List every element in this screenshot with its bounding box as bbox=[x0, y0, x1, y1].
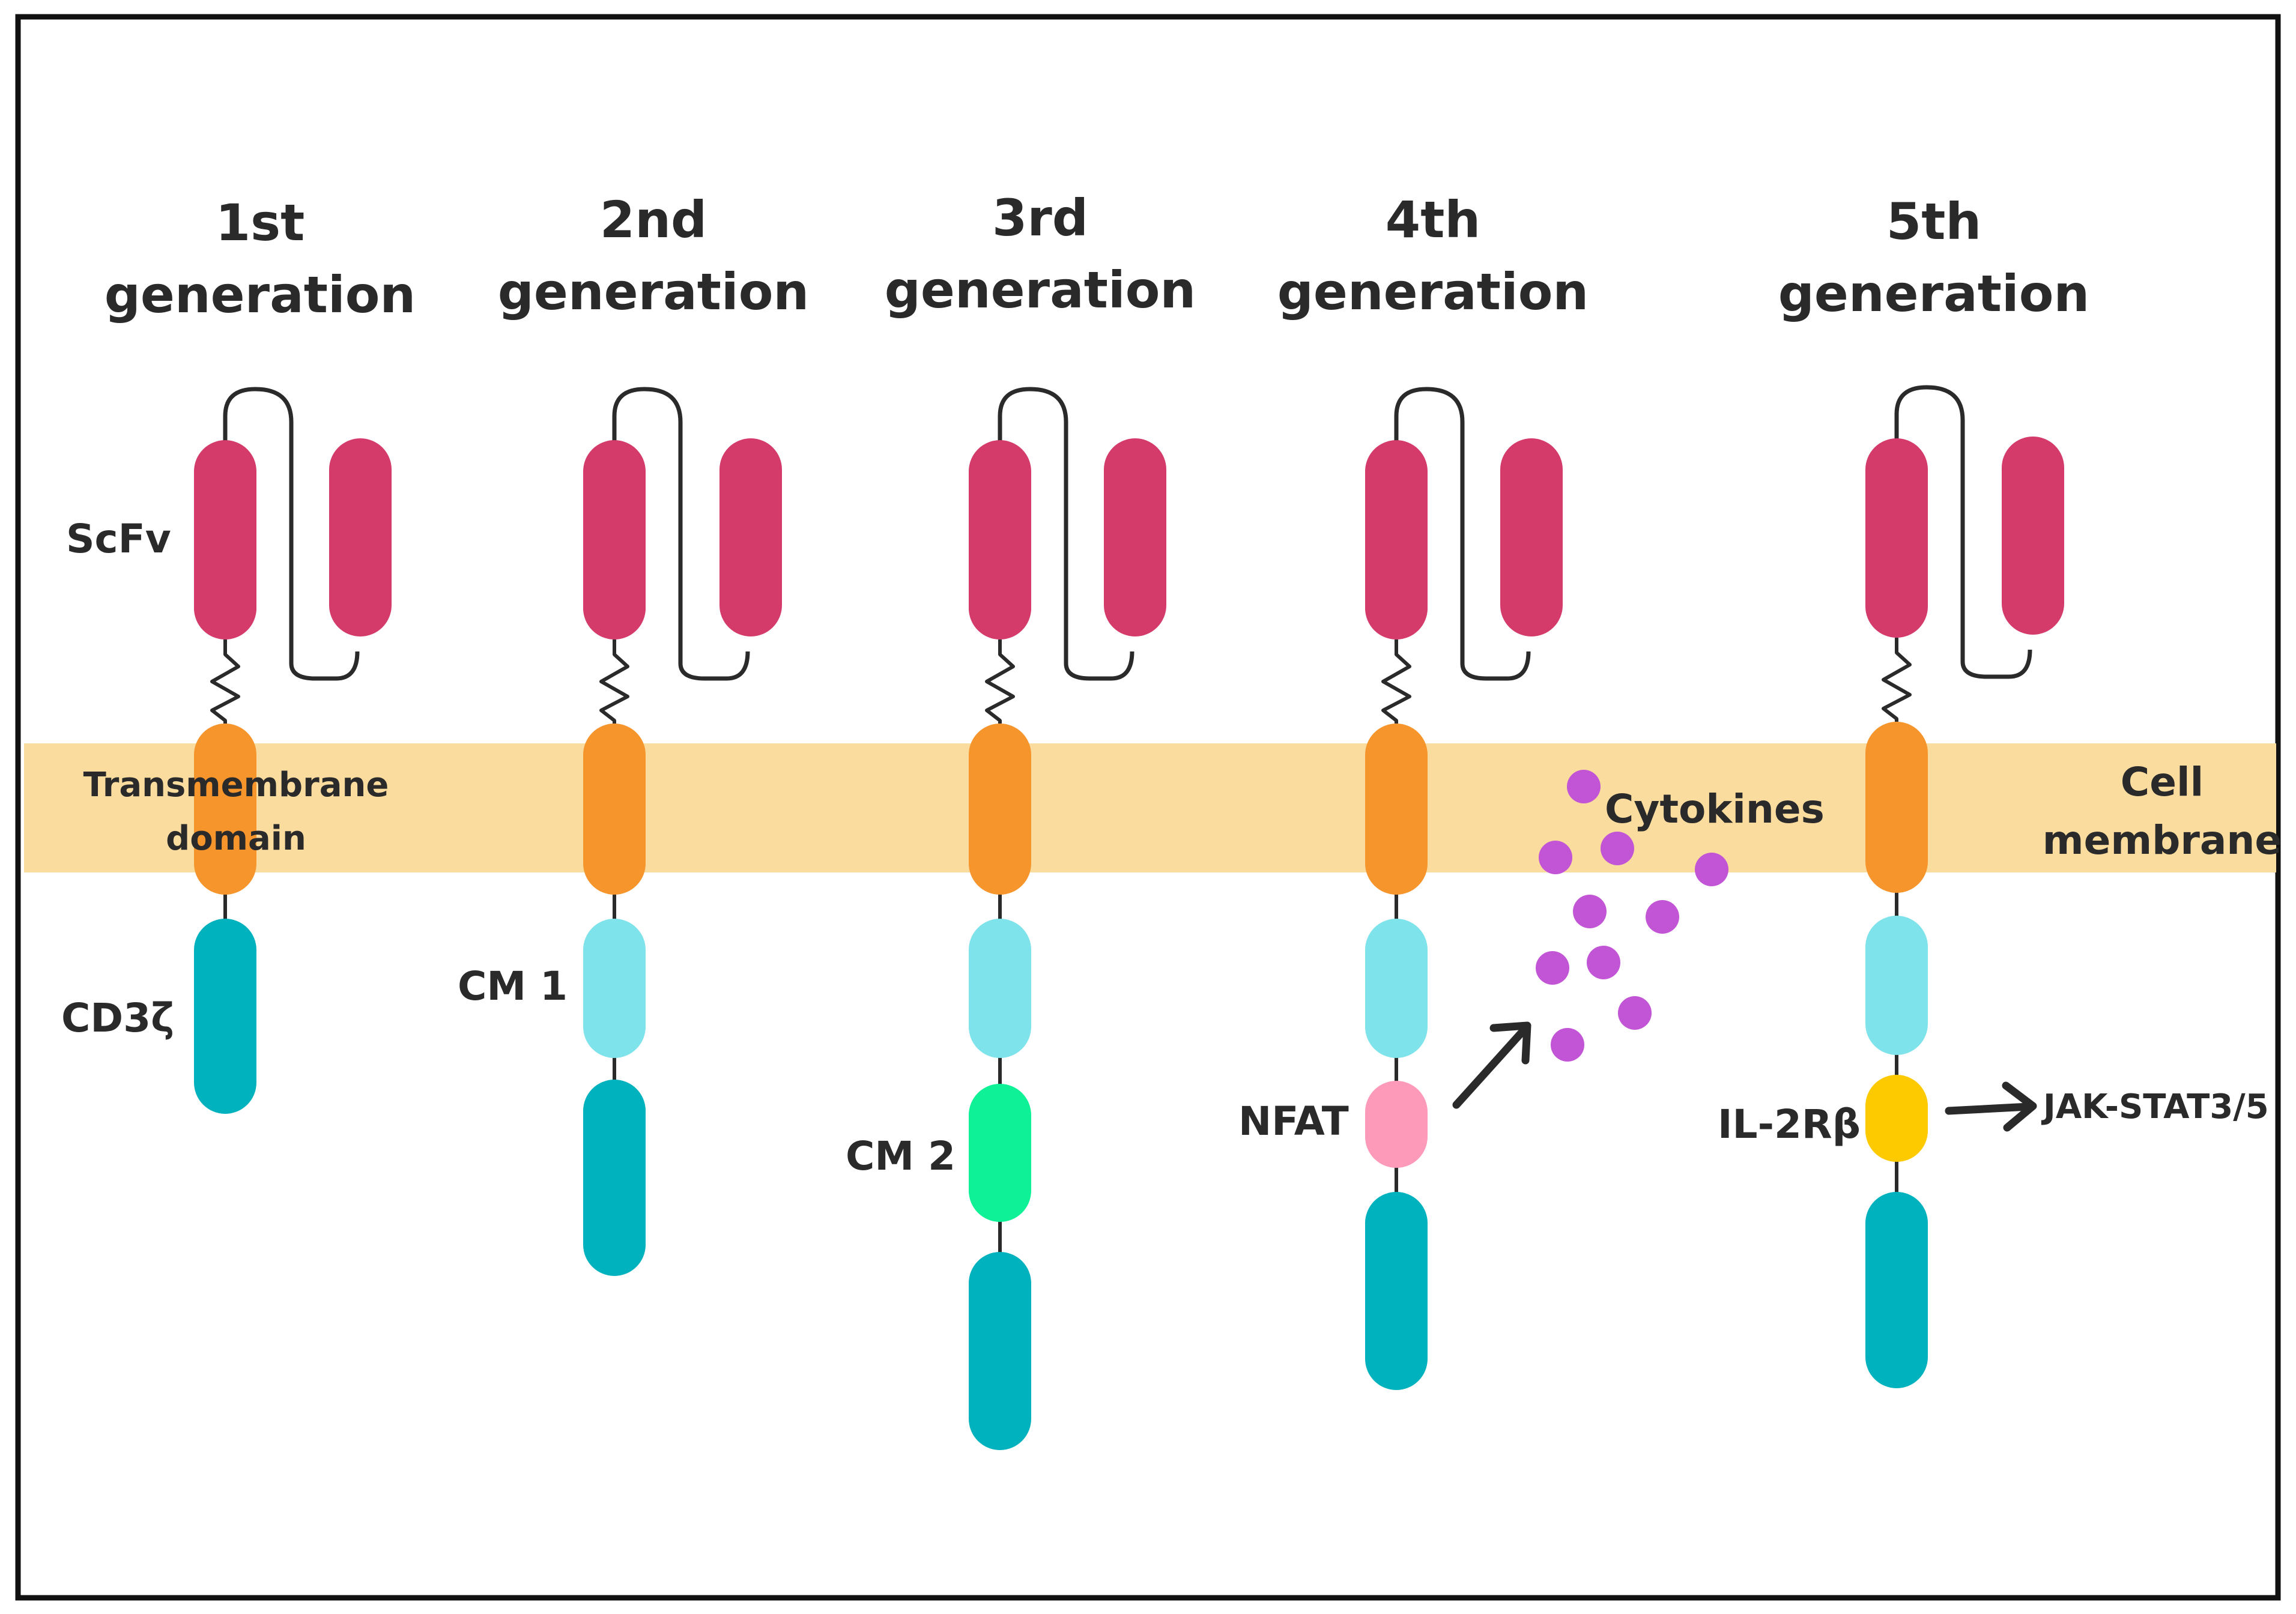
cytokine-dot bbox=[1573, 895, 1607, 928]
cm1-domain bbox=[969, 919, 1031, 1058]
cytokines-label: Cytokines bbox=[1605, 786, 1825, 832]
scfv-linker bbox=[223, 387, 360, 681]
hinge-zigzag bbox=[1882, 638, 1912, 722]
transmembrane-domain bbox=[969, 724, 1031, 895]
scfv-heavy-chain bbox=[194, 440, 256, 639]
transmembrane-domain bbox=[194, 724, 256, 895]
gen3-number: 3rd bbox=[992, 189, 1088, 247]
scfv-heavy-chain bbox=[1865, 438, 1928, 638]
scfv-linker bbox=[998, 387, 1134, 681]
scfv-heavy-chain bbox=[583, 440, 646, 639]
car-construct-gen4 bbox=[1365, 387, 1563, 1390]
cm1-label: CM 1 bbox=[458, 963, 568, 1009]
nfat-cytokine-arrow bbox=[1452, 1021, 1531, 1109]
cm2-domain bbox=[969, 1084, 1031, 1222]
cytokine-dot bbox=[1551, 1028, 1584, 1062]
scfv-linker bbox=[1394, 387, 1531, 681]
transmembrane-domain bbox=[583, 724, 646, 895]
scfv-light-chain bbox=[1104, 438, 1166, 636]
cd3z-domain bbox=[1365, 1192, 1428, 1390]
cd3z-domain bbox=[583, 1080, 646, 1276]
cell-membrane-label-line2: membrane bbox=[2043, 817, 2282, 863]
car-construct-gen2 bbox=[583, 387, 782, 1276]
car-construct-gen5 bbox=[1865, 385, 2064, 1388]
il2rb-label: IL-2Rβ bbox=[1718, 1101, 1861, 1147]
scfv-light-chain bbox=[2002, 437, 2064, 635]
cm1-domain bbox=[583, 919, 646, 1058]
nfat-label: NFAT bbox=[1238, 1098, 1349, 1144]
cd3z-domain bbox=[1865, 1192, 1928, 1388]
scfv-linker bbox=[1894, 385, 2032, 679]
gen2-number: 2nd bbox=[600, 190, 707, 249]
hinge-zigzag bbox=[599, 639, 629, 724]
cytokine-dot bbox=[1539, 841, 1572, 874]
scfv-heavy-chain bbox=[1365, 440, 1428, 639]
scfv-light-chain bbox=[329, 438, 392, 636]
cell-membrane-band bbox=[24, 743, 2276, 872]
transmembrane-domain bbox=[1365, 724, 1428, 895]
gen3-word: generation bbox=[885, 261, 1196, 319]
transmembrane-domain bbox=[1865, 722, 1928, 893]
cm2-label: CM 2 bbox=[846, 1133, 956, 1179]
nfat-domain bbox=[1365, 1081, 1428, 1168]
gen2-word: generation bbox=[498, 262, 809, 321]
il2rb-domain bbox=[1865, 1075, 1928, 1162]
gen5-word: generation bbox=[1778, 264, 2089, 323]
cd3z-domain bbox=[969, 1252, 1031, 1450]
cytokine-dot bbox=[1567, 770, 1601, 803]
cytokine-dot bbox=[1695, 853, 1728, 886]
gen5-number: 5th bbox=[1886, 192, 1981, 251]
car-construct-gen3 bbox=[969, 387, 1166, 1450]
cytokine-dot bbox=[1601, 832, 1634, 865]
scfv-light-chain bbox=[719, 438, 782, 636]
cytokine-dots bbox=[1536, 770, 1728, 1062]
gen1-word: generation bbox=[105, 265, 416, 324]
car-construct-gen1 bbox=[194, 387, 392, 1114]
gen4-number: 4th bbox=[1386, 190, 1480, 249]
cytokine-dot bbox=[1618, 996, 1652, 1030]
cytokine-dot bbox=[1587, 946, 1620, 979]
gen1-number: 1st bbox=[216, 193, 305, 252]
cd3z-domain bbox=[194, 919, 256, 1114]
hinge-zigzag bbox=[985, 639, 1015, 724]
gen4-word: generation bbox=[1277, 262, 1589, 321]
cytokine-dot bbox=[1646, 900, 1679, 934]
jak-stat-label: JAK-STAT3/5 bbox=[2041, 1087, 2269, 1126]
hinge-zigzag bbox=[210, 639, 240, 724]
cytokine-dot bbox=[1536, 951, 1569, 985]
cd3z-label: CD3ζ bbox=[61, 995, 174, 1041]
scfv-linker bbox=[612, 387, 750, 681]
car-constructs bbox=[194, 385, 2064, 1450]
cm1-domain bbox=[1865, 916, 1928, 1055]
transmembrane-label-line2: domain bbox=[166, 819, 306, 858]
scfv-heavy-chain bbox=[969, 440, 1031, 639]
figure-frame bbox=[15, 14, 2281, 1601]
transmembrane-label-line1: Transmembrane bbox=[83, 766, 389, 805]
jak-stat-arrow bbox=[1945, 1081, 2037, 1132]
hinge-zigzag bbox=[1381, 639, 1411, 724]
scfv-label: ScFv bbox=[66, 516, 171, 562]
cm1-domain bbox=[1365, 919, 1428, 1058]
scfv-light-chain bbox=[1500, 438, 1563, 636]
cell-membrane-label-line1: Cell bbox=[2121, 759, 2204, 805]
